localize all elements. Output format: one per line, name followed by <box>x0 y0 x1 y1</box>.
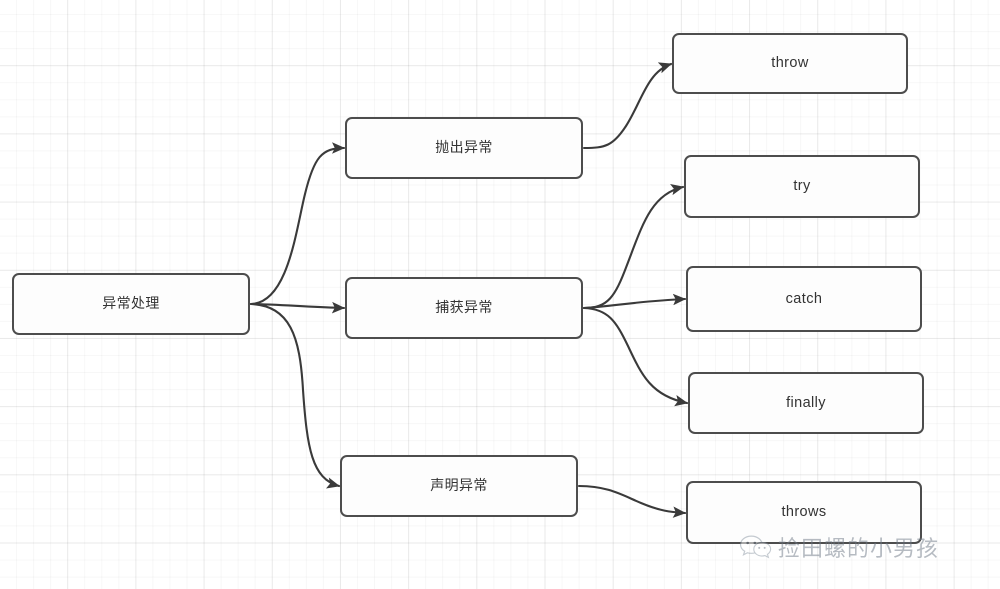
node-throw[interactable]: throw <box>672 33 908 94</box>
node-throw-label: throw <box>771 55 809 72</box>
node-root[interactable]: 异常处理 <box>12 273 250 335</box>
node-declare-exception[interactable]: 声明异常 <box>340 455 578 517</box>
edge-declare-exception-to-throws <box>577 484 687 518</box>
node-throws-label: throws <box>781 504 827 521</box>
node-catch[interactable]: catch <box>686 266 922 332</box>
node-throws[interactable]: throws <box>686 481 922 544</box>
node-finally[interactable]: finally <box>688 372 924 434</box>
node-catch-exception-label: 捕获异常 <box>435 300 493 316</box>
node-throw-exception-label: 抛出异常 <box>435 140 493 156</box>
node-catch-label: catch <box>785 290 823 307</box>
edge-root-to-catch-exception <box>249 301 346 314</box>
node-try[interactable]: try <box>684 155 920 218</box>
edge-throw-exception-to-throw <box>582 62 673 150</box>
node-finally-label: finally <box>786 394 826 411</box>
edge-catch-exception-to-try <box>582 183 685 310</box>
edge-catch-exception-to-catch <box>582 293 687 310</box>
edge-root-to-declare-exception <box>249 302 341 489</box>
node-throw-exception[interactable]: 抛出异常 <box>345 117 583 179</box>
node-try-label: try <box>793 178 811 195</box>
node-root-label: 异常处理 <box>102 296 160 312</box>
node-catch-exception[interactable]: 捕获异常 <box>345 277 583 339</box>
edge-catch-exception-to-finally <box>582 306 689 407</box>
node-declare-exception-label: 声明异常 <box>430 478 488 494</box>
edge-root-to-throw-exception <box>249 142 346 306</box>
